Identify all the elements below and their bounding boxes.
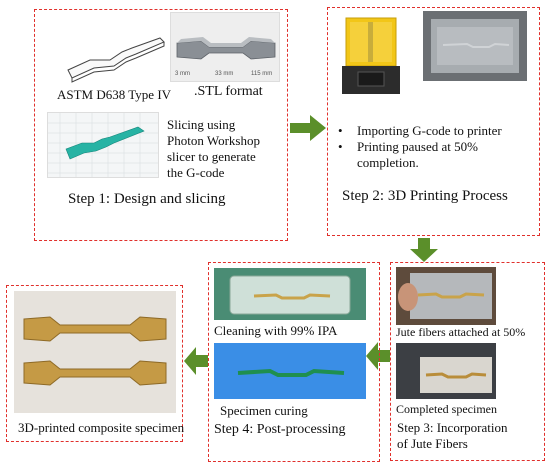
slicer-screenshot xyxy=(47,112,159,178)
bullet-dot-2: • xyxy=(338,139,343,154)
astm-specimen-drawing xyxy=(67,37,165,83)
printer-photo xyxy=(340,14,402,98)
slicing-text-3: slicer to generate xyxy=(167,149,256,164)
slicing-text-2: Photon Workshop xyxy=(167,133,260,148)
completed-specimen-photo xyxy=(396,343,496,399)
curing-photo xyxy=(214,343,366,399)
slicing-text-4: the G-code xyxy=(167,165,225,180)
ipa-cleaning-photo xyxy=(214,268,366,320)
step4-caption-top: Cleaning with 99% IPA xyxy=(214,323,338,338)
arrow-down-icon xyxy=(410,238,438,262)
step1-box xyxy=(34,9,288,241)
arrow-right-icon xyxy=(290,115,326,141)
step2-box xyxy=(327,7,540,236)
step3-caption-bottom: Completed specimen xyxy=(396,402,497,416)
stl-dim-1: 3 mm xyxy=(175,71,190,77)
stl-dim-3: 115 mm xyxy=(251,71,273,77)
arrow-left-icon xyxy=(366,342,390,370)
final-specimen-photo xyxy=(14,291,176,413)
jute-fiber-photo xyxy=(396,267,496,325)
stl-render: 3 mm 33 mm 115 mm xyxy=(170,12,280,82)
final-caption: 3D-printed composite specimen xyxy=(18,420,185,435)
bullet-dot-1: • xyxy=(338,123,343,138)
step1-title: Step 1: Design and slicing xyxy=(68,191,226,207)
astm-label: ASTM D638 Type IV xyxy=(57,87,172,102)
step2-bullet-2: Printing paused at 50% xyxy=(357,139,478,154)
step3-caption-top: Jute fibers attached at 50% xyxy=(396,325,526,339)
step4-title: Step 4: Post-processing xyxy=(214,422,346,437)
stl-label: .STL format xyxy=(194,84,263,99)
step3-title-line2: of Jute Fibers xyxy=(397,436,468,451)
step4-caption-bottom: Specimen curing xyxy=(220,403,308,418)
final-box xyxy=(6,285,183,442)
printed-part-photo xyxy=(423,11,527,81)
step2-title: Step 2: 3D Printing Process xyxy=(342,188,508,204)
step3-box xyxy=(390,262,545,461)
stl-dim-2: 33 mm xyxy=(215,71,234,77)
step4-box xyxy=(208,262,380,462)
arrow-left-icon xyxy=(184,347,208,375)
step2-bullet-2-cont: completion. xyxy=(357,155,419,170)
step2-bullet-1: Importing G-code to printer xyxy=(357,123,502,138)
step3-title-line1: Step 3: Incorporation xyxy=(397,420,508,435)
slicing-text-1: Slicing using xyxy=(167,117,236,132)
